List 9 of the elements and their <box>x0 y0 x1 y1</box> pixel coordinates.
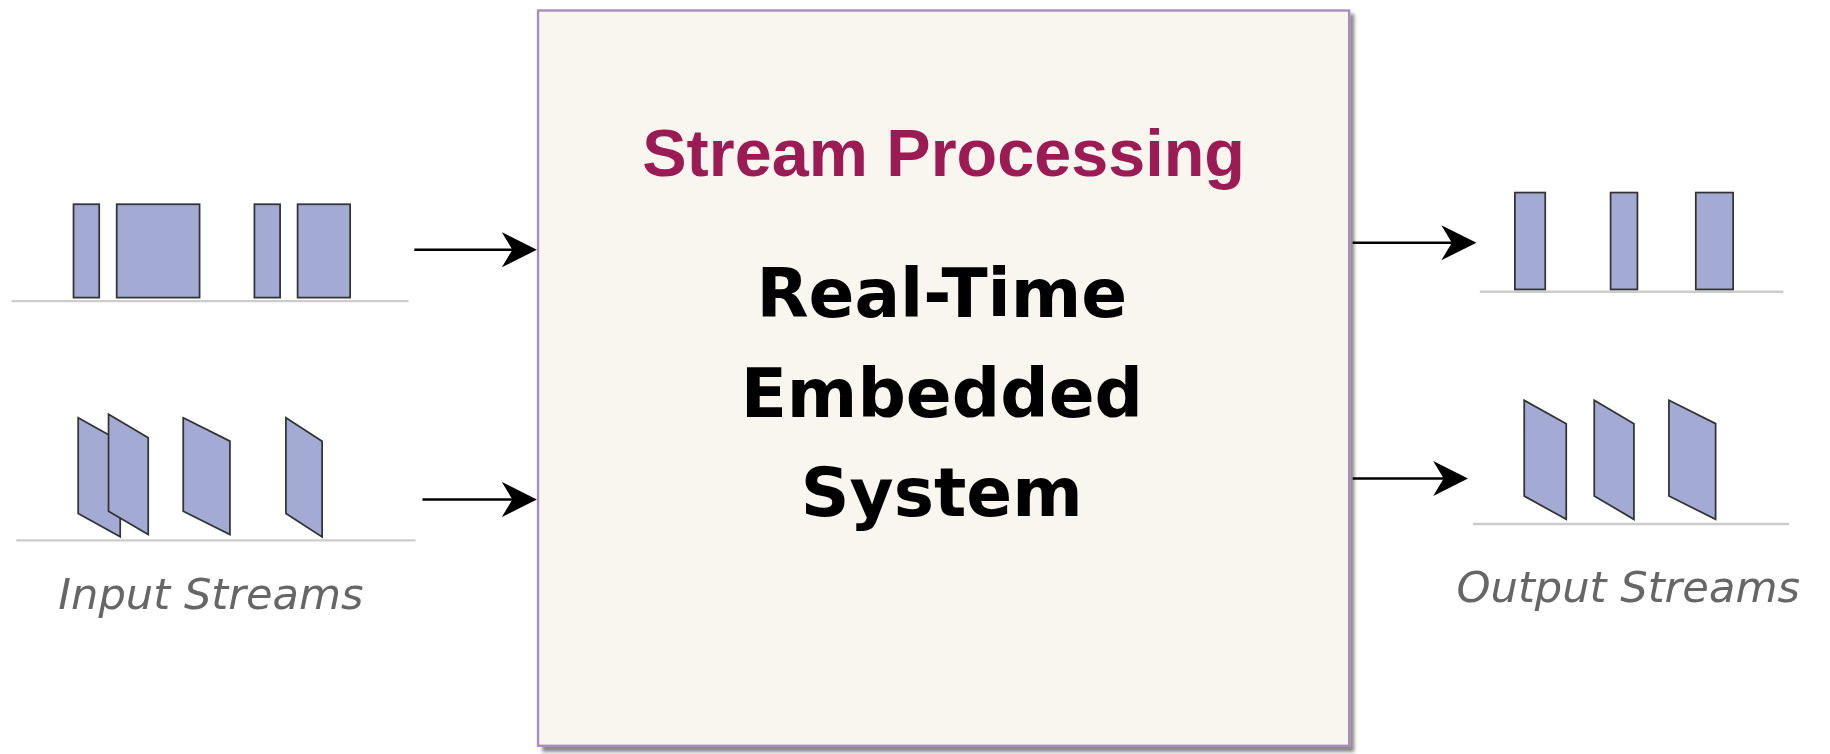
box-text: Real-Time Embedded System <box>739 253 1145 535</box>
arrow <box>1352 461 1469 496</box>
arrow <box>1352 225 1477 261</box>
stream-caption: Output Streams <box>1456 562 1800 613</box>
arrow <box>414 232 537 268</box>
system-box <box>536 9 1351 747</box>
arrow <box>422 482 537 517</box>
box-title: Stream Processing <box>641 114 1246 192</box>
stream-caption: Input Streams <box>58 569 364 620</box>
